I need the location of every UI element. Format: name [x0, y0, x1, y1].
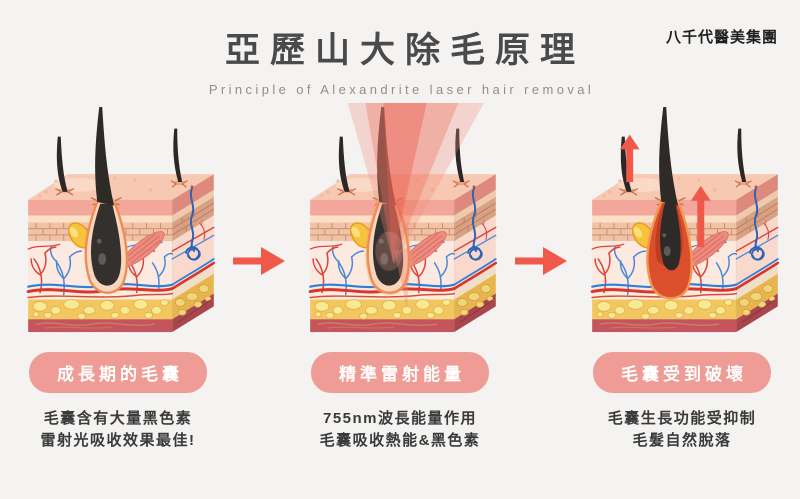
step-panel-2: 精準雷射能量 755nm波長能量作用 毛囊吸收熱能&黑色素 [287, 103, 513, 452]
caption-line: 毛囊吸收熱能&黑色素 [319, 432, 481, 449]
skin-cross-section-laser-illustration [297, 103, 503, 336]
step-caption: 755nm波長能量作用 毛囊吸收熱能&黑色素 [320, 408, 481, 452]
caption-line: 755nm波長能量作用 [322, 410, 478, 427]
page-subtitle: Principle of Alexandrite laser hair remo… [208, 82, 595, 97]
right-arrow-graphic [233, 247, 285, 275]
step-panel-1: 成長期的毛囊 毛囊含有大量黑色素 雷射光吸收效果最佳! [5, 103, 231, 452]
header: 亞歷山大除毛原理 Principle of Alexandrite laser … [0, 0, 800, 97]
steps-row: 成長期的毛囊 毛囊含有大量黑色素 雷射光吸收效果最佳! 精準雷射能量 755nm… [0, 103, 800, 452]
brand-logo-text: 八千代醫美集團 [665, 30, 778, 46]
caption-line: 毛囊含有大量黑色素 [43, 410, 193, 427]
skin-cross-section-destroyed-illustration [579, 103, 785, 336]
caption-line: 毛囊生長功能受抑制 [607, 410, 757, 427]
caption-line: 毛髮自然脫落 [632, 432, 732, 449]
step-label: 成長期的毛囊 [57, 365, 183, 384]
right-arrow-icon [231, 244, 287, 283]
step-panel-3: 毛囊受到破壞 毛囊生長功能受抑制 毛髮自然脫落 [569, 103, 795, 452]
step-label: 毛囊受到破壞 [621, 365, 747, 384]
right-arrow-graphic [515, 247, 567, 275]
step-label-pill: 毛囊受到破壞 [593, 352, 771, 393]
caption-line: 雷射光吸收效果最佳! [40, 432, 196, 449]
step-label-pill: 成長期的毛囊 [29, 352, 207, 393]
step-label: 精準雷射能量 [339, 365, 465, 384]
step-label-pill: 精準雷射能量 [311, 352, 489, 393]
step-caption: 毛囊含有大量黑色素 雷射光吸收效果最佳! [41, 408, 196, 452]
skin-cross-section-anagen-illustration [15, 103, 221, 336]
step-caption: 毛囊生長功能受抑制 毛髮自然脫落 [608, 408, 757, 452]
right-arrow-icon [513, 244, 569, 283]
page-title: 亞歷山大除毛原理 [224, 31, 585, 70]
